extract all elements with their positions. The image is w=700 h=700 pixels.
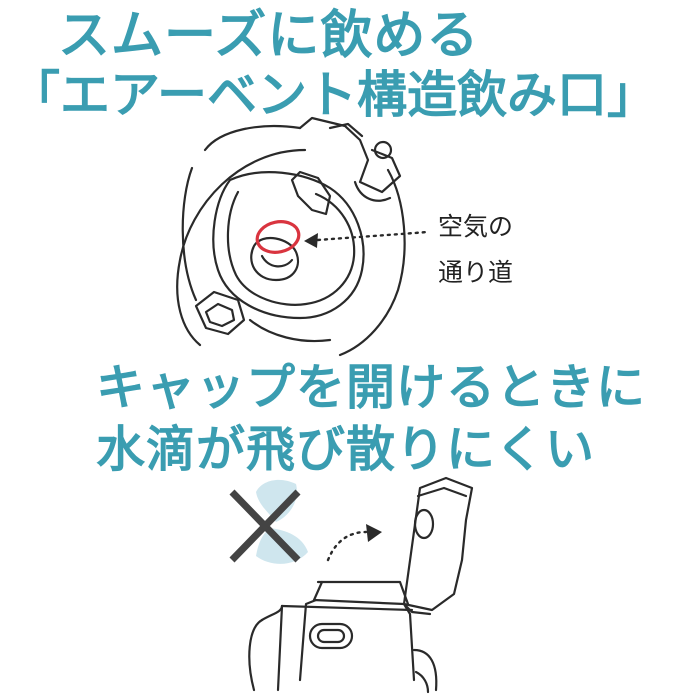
air-vent-ring [255,220,301,254]
dotted-arrow-icon [304,230,430,248]
bottle-cap-open-view [248,476,474,694]
headline-line-2: 「エアーベント構造飲み口」 [10,66,657,124]
cross-mark-icon [229,489,301,563]
headline-line-4: 水滴が飛び散りにくい [96,421,596,478]
annotation-line-1: 空気の [438,212,514,241]
lid-top-view [176,116,406,357]
headline-line-3: キャップを開けるときに [96,359,647,416]
headline-line-1: スムーズに飲める [58,6,480,66]
curved-arrow-icon [326,524,382,562]
annotation-line-2: 通り道 [438,258,514,287]
